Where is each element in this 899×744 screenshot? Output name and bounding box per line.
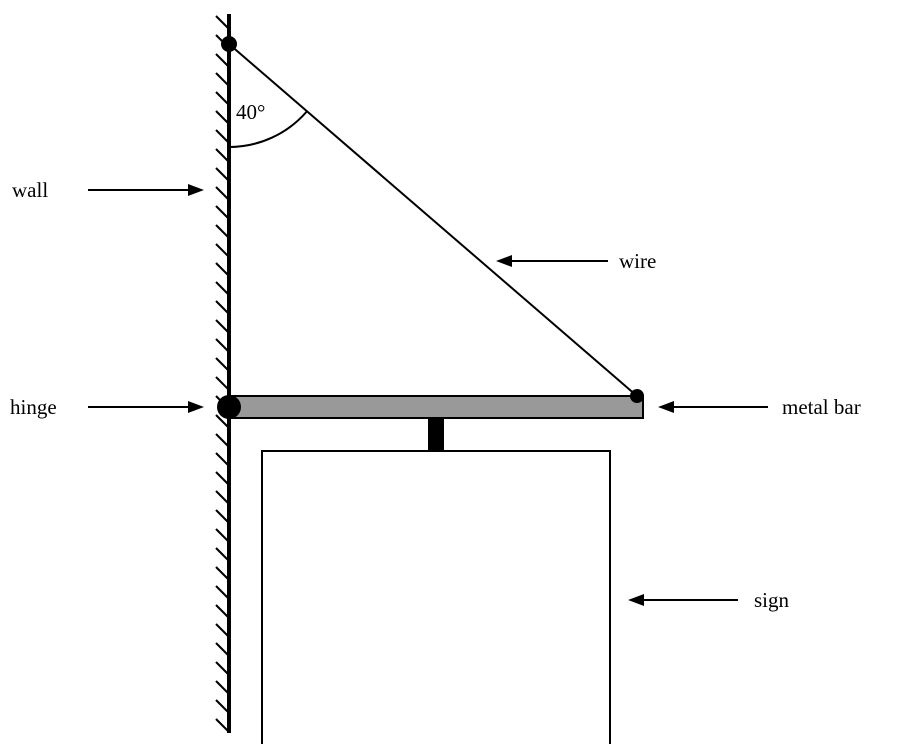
metal-bar-arrow: [658, 401, 768, 413]
wall-hatch-mark: [215, 490, 229, 504]
wall-hatch-mark: [215, 604, 229, 618]
wall-hatch-mark: [215, 300, 229, 314]
angle-arc: [228, 110, 308, 148]
wall-hatch-mark: [215, 528, 229, 542]
wall-hatch-mark: [215, 243, 229, 257]
wall-hatch-mark: [215, 509, 229, 523]
metal-bar-label: metal bar: [782, 395, 861, 419]
wall-hatch-mark: [215, 53, 229, 67]
wall-hatching: [215, 15, 229, 732]
wall-hatch-mark: [215, 224, 229, 238]
wall-hatch-mark: [215, 699, 229, 713]
wall-hatch-mark: [215, 281, 229, 295]
wall-hatch-mark: [215, 186, 229, 200]
sign-board: [261, 450, 611, 744]
wall-hatch-mark: [215, 642, 229, 656]
wall-arrow: [88, 184, 204, 196]
metal-bar: [228, 395, 644, 419]
wall-hatch-mark: [215, 452, 229, 466]
wall-hatch-mark: [215, 433, 229, 447]
hinge-label: hinge: [10, 395, 57, 419]
wall-hatch-mark: [215, 623, 229, 637]
wall-anchor-point: [221, 36, 237, 52]
wall-hatch-mark: [215, 167, 229, 181]
sign-label: sign: [754, 588, 790, 612]
wall-hatch-mark: [215, 15, 229, 29]
wall-hatch-mark: [215, 414, 229, 428]
wall-hatch-mark: [215, 110, 229, 124]
hinge-point: [217, 395, 241, 419]
sign-arrow: [628, 594, 738, 606]
hinge-arrow: [88, 401, 204, 413]
wire-bar-connection-point: [630, 389, 644, 403]
wall-hatch-mark: [215, 262, 229, 276]
wall-hatch-mark: [215, 547, 229, 561]
wall-hatch-mark: [215, 72, 229, 86]
wall-hatch-mark: [215, 338, 229, 352]
angle-label: 40°: [236, 100, 265, 124]
wall-hatch-mark: [215, 585, 229, 599]
sign-connector: [428, 418, 444, 451]
wall-hatch-mark: [215, 319, 229, 333]
wire: [228, 43, 638, 397]
wire-arrow: [496, 255, 608, 267]
wall-hatch-mark: [215, 661, 229, 675]
wall-hatch-mark: [215, 376, 229, 390]
wall-hatch-mark: [215, 680, 229, 694]
wall-hatch-mark: [215, 91, 229, 105]
wall-label: wall: [12, 178, 48, 202]
wall-hatch-mark: [215, 148, 229, 162]
wall-hatch-mark: [215, 471, 229, 485]
wall-hatch-mark: [215, 357, 229, 371]
wire-label: wire: [619, 249, 656, 273]
wall-hatch-mark: [215, 566, 229, 580]
wall-hatch-mark: [215, 129, 229, 143]
wall-hatch-mark: [215, 718, 229, 732]
wall-hatch-mark: [215, 205, 229, 219]
